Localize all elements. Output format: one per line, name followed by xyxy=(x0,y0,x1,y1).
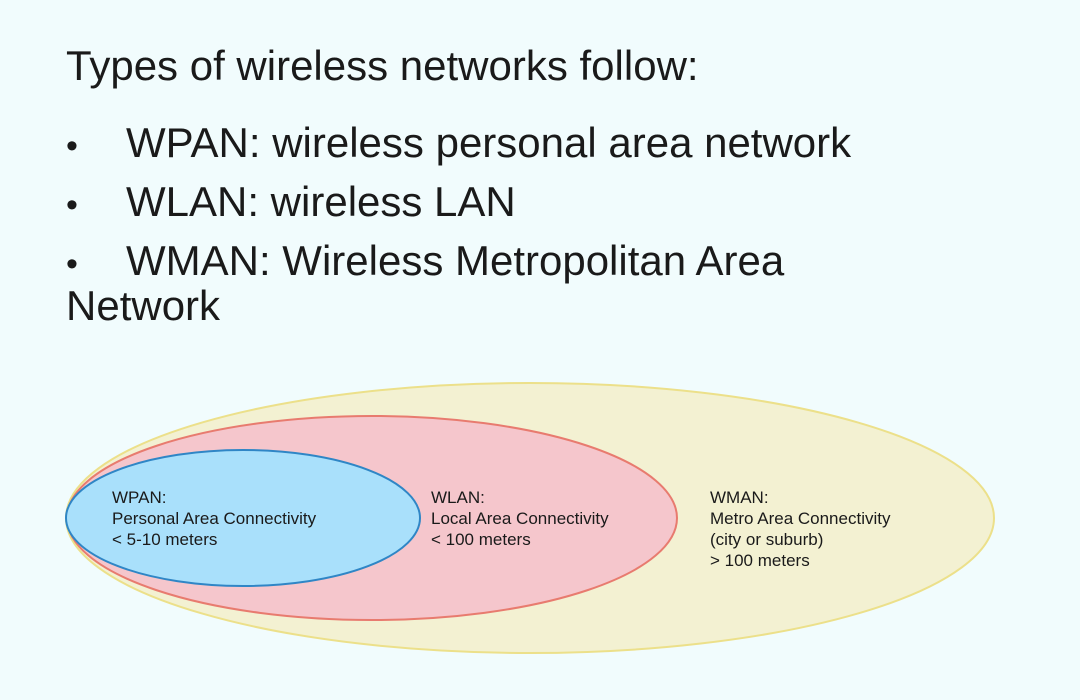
wpan-label: WPAN: Personal Area Connectivity < 5-10 … xyxy=(112,488,321,549)
wpan-label-line: Personal Area Connectivity xyxy=(112,509,317,528)
wlan-label-line: Local Area Connectivity xyxy=(431,509,609,528)
wman-label-line: WMAN: xyxy=(710,488,769,507)
bullet-item-wlan: • WLAN: wireless LAN xyxy=(66,174,851,233)
bullet-dot-icon: • xyxy=(66,127,78,165)
wpan-label-line: < 5-10 meters xyxy=(112,530,217,549)
wpan-label-line: WPAN: xyxy=(112,488,166,507)
wman-label-line: > 100 meters xyxy=(710,551,810,570)
bullet-text-wman: WMAN: Wireless Metropolitan Area xyxy=(126,237,785,284)
bullet-text-wlan: WLAN: wireless LAN xyxy=(126,178,516,225)
wpan-region xyxy=(65,449,421,587)
bullet-item-wpan: • WPAN: wireless personal area network xyxy=(66,115,851,174)
wlan-label: WLAN: Local Area Connectivity < 100 mete… xyxy=(431,488,613,549)
wman-label: WMAN: Metro Area Connectivity (city or s… xyxy=(710,488,895,570)
wlan-label-line: < 100 meters xyxy=(431,530,531,549)
slide-heading: Types of wireless networks follow: xyxy=(66,42,699,89)
bullet-item-wman: • WMAN: Wireless Metropolitan Area xyxy=(66,233,851,292)
bullet-dot-icon: • xyxy=(66,245,78,283)
bullet-text-wman-continuation: Network xyxy=(66,282,221,329)
wman-label-line: Metro Area Connectivity xyxy=(710,509,891,528)
bullet-text-wpan: WPAN: wireless personal area network xyxy=(126,119,852,166)
wman-label-line: (city or suburb) xyxy=(710,530,823,549)
network-types-list: • WPAN: wireless personal area network •… xyxy=(66,115,851,292)
bullet-dot-icon: • xyxy=(66,186,78,224)
wlan-label-line: WLAN: xyxy=(431,488,485,507)
